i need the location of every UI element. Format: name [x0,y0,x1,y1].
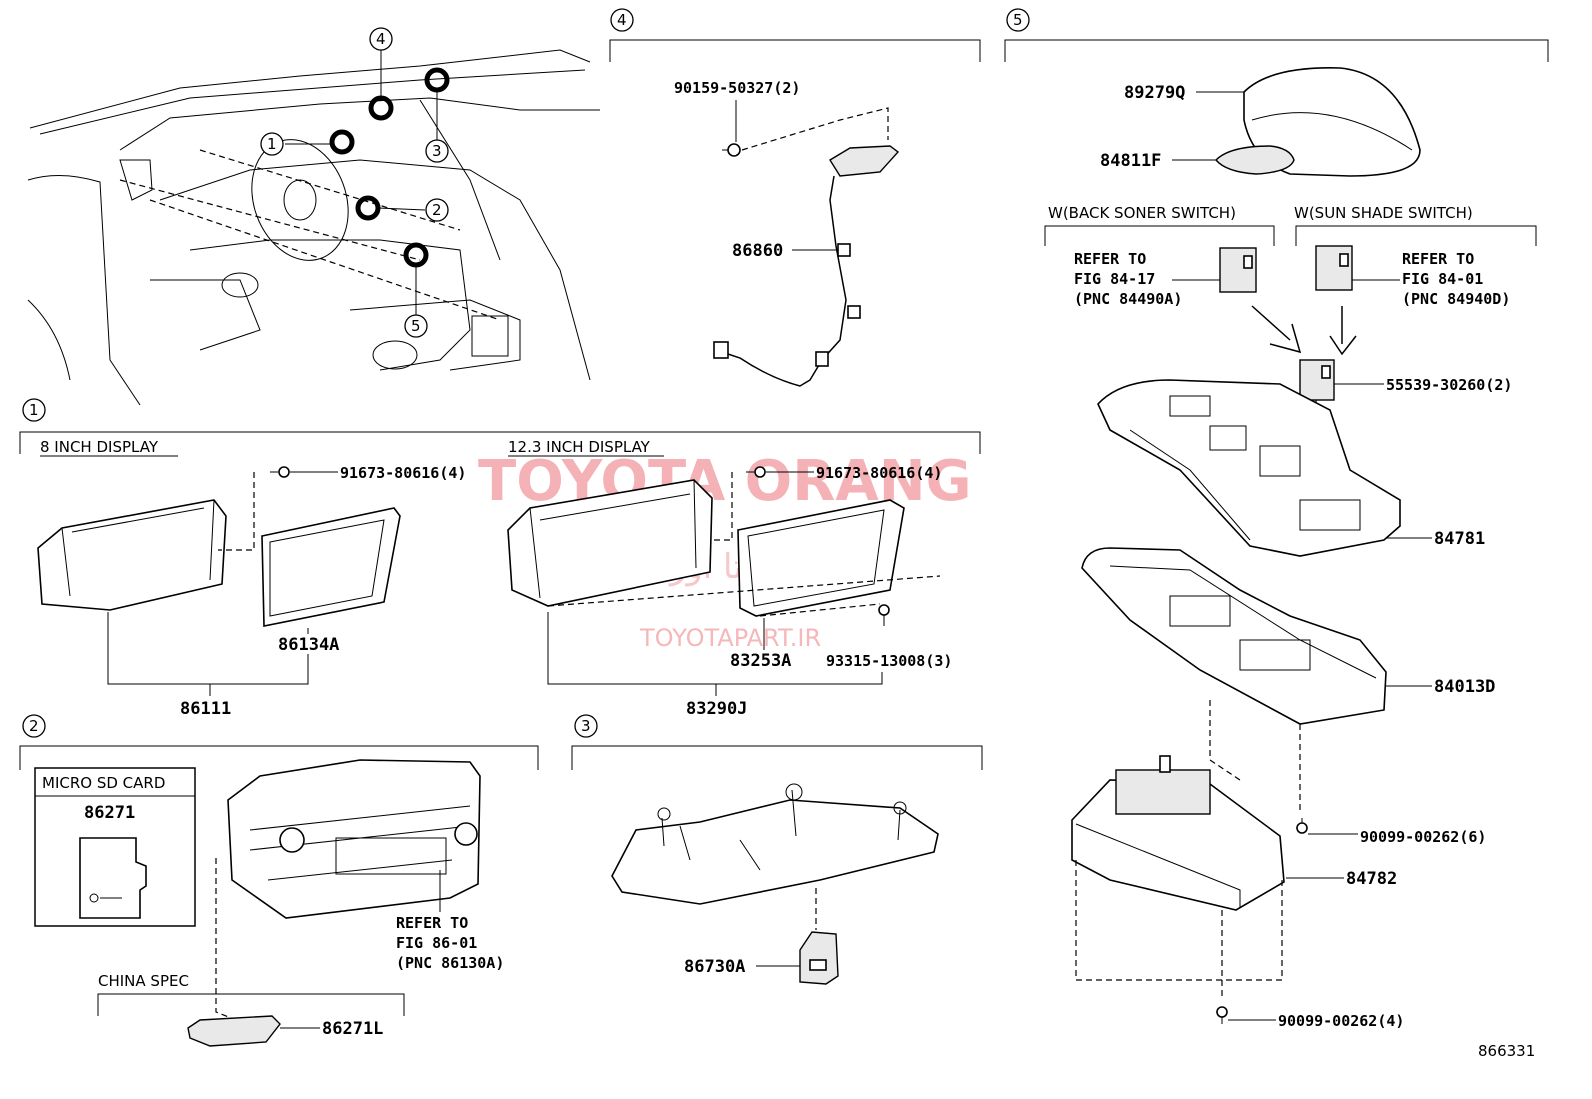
section-4: 4 90159-50327(2) 86860 [609,8,981,387]
screw-icon [722,143,741,157]
panel-86134A [261,507,401,627]
watermark-site: TOYOTAPART.IR [639,624,821,652]
marker-4 [368,95,394,121]
marker-5 [403,242,429,268]
panel-83253A [737,499,905,617]
section-4-number-label: 4 [617,11,627,29]
sd-card-icon [79,837,147,919]
screw-left-icon [270,466,290,478]
section-2: 2 MICRO SD CARD 86271 REFER TO FIG 86-01… [19,714,539,1047]
refer-back-line2: FIG 84-17 [1074,270,1155,288]
callout-4-label: 4 [376,30,386,48]
panel-86134A-label: 86134A [278,635,339,655]
display-12-inch [507,479,713,607]
callout-3 [425,139,449,163]
display-8-inch [37,499,227,611]
console-base-84013D [1081,547,1387,725]
assy-83290J-label: 83290J [686,699,747,719]
refer-head-line3: (PNC 86130A) [396,954,504,972]
back-soner-switch-icon [1219,247,1257,293]
section-5-number-label: 5 [1013,11,1023,29]
marker-2 [355,195,381,221]
screw-right-icon [746,466,766,478]
refer-sun-line3: (PNC 84940D) [1402,290,1510,308]
lower-panel-assembly [611,783,939,905]
callout-5-label: 5 [411,317,421,335]
cap-label: 84811F [1100,151,1161,171]
section-1-number-label: 1 [29,401,39,419]
section-5: 5 89279Q 84811F W(BACK SONER SWITCH) REF… [1004,8,1549,1030]
screw-90099-4-label: 90099-00262(4) [1278,1012,1404,1030]
head-unit [227,759,481,919]
screw-left-label: 91673-80616(4) [340,464,466,482]
refer-head-line2: FIG 86-01 [396,934,477,952]
overview-markers: 1 2 3 4 5 [260,27,450,338]
callout-5 [404,314,428,338]
title-8-inch: 8 INCH DISPLAY [40,438,159,456]
controller-84782 [1071,755,1285,911]
title-12-inch: 12.3 INCH DISPLAY [508,438,651,456]
back-soner-title: W(BACK SONER SWITCH) [1048,204,1236,222]
cable-86860-label: 86860 [732,241,783,261]
section-5-number [1006,8,1030,32]
switch-55539 [1299,359,1335,401]
armrest-label: 89279Q [1124,83,1185,103]
screw-90099-4-icon [1216,1006,1228,1024]
micro-sd-title: MICRO SD CARD [42,774,165,792]
arrow-back-switch [1251,305,1291,341]
usb-port-86730A [799,931,839,985]
micro-sd-box [34,767,196,927]
marker-1 [329,129,355,155]
section-2-number-label: 2 [29,717,39,735]
refer-head-line1: REFER TO [396,914,468,932]
overview-interior-illustration [27,49,600,406]
section-3-number-label: 3 [581,717,591,735]
bracket-86271L [187,1015,281,1047]
base-label: 84013D [1434,677,1495,697]
section-1-number [22,398,46,422]
sun-shade-switch-icon [1315,245,1353,291]
refer-back-line3: (PNC 84490A) [1074,290,1182,308]
callout-2 [425,198,449,222]
panel-83253A-label: 83253A [730,651,791,671]
bracket-86271L-label: 86271L [322,1019,383,1039]
refer-sun-line2: FIG 84-01 [1402,270,1483,288]
sun-shade-title: W(SUN SHADE SWITCH) [1294,204,1473,222]
console-bezel-84781 [1097,379,1401,557]
refer-back-line1: REFER TO [1074,250,1146,268]
section-3-number [574,714,598,738]
section-4-number [610,8,634,32]
diagram-id: 866331 [1478,1042,1535,1060]
controller-label: 84782 [1346,869,1397,889]
micro-sd-part: 86271 [84,803,135,823]
callout-4 [369,27,393,51]
bezel-label: 84781 [1434,529,1485,549]
screw-90099-6-label: 90099-00262(6) [1360,828,1486,846]
callout-2-label: 2 [432,201,442,219]
bolt-93315-icon [878,604,890,626]
display-cable-86860 [713,145,900,387]
screw-90159-label: 90159-50327(2) [674,79,800,97]
bolt-93315-label: 93315-13008(3) [826,652,952,670]
section-2-number [22,714,46,738]
refer-sun-line1: REFER TO [1402,250,1474,268]
section-1: 1 8 INCH DISPLAY 12.3 INCH DISPLAY 91673… [19,398,981,719]
marker-3 [424,67,450,93]
usb-port-label: 86730A [684,957,745,977]
screw-90099-6-icon [1296,818,1308,834]
section-3: 3 86730A [571,714,983,985]
callout-3-label: 3 [432,142,442,160]
callout-1-label: 1 [267,135,277,153]
switch-55539-label: 55539-30260(2) [1386,376,1512,394]
china-spec-title: CHINA SPEC [98,972,189,990]
assy-86111-label: 86111 [180,699,231,719]
cap-84811F [1215,145,1295,175]
screw-right-label: 91673-80616(4) [816,464,942,482]
callout-1 [260,132,284,156]
